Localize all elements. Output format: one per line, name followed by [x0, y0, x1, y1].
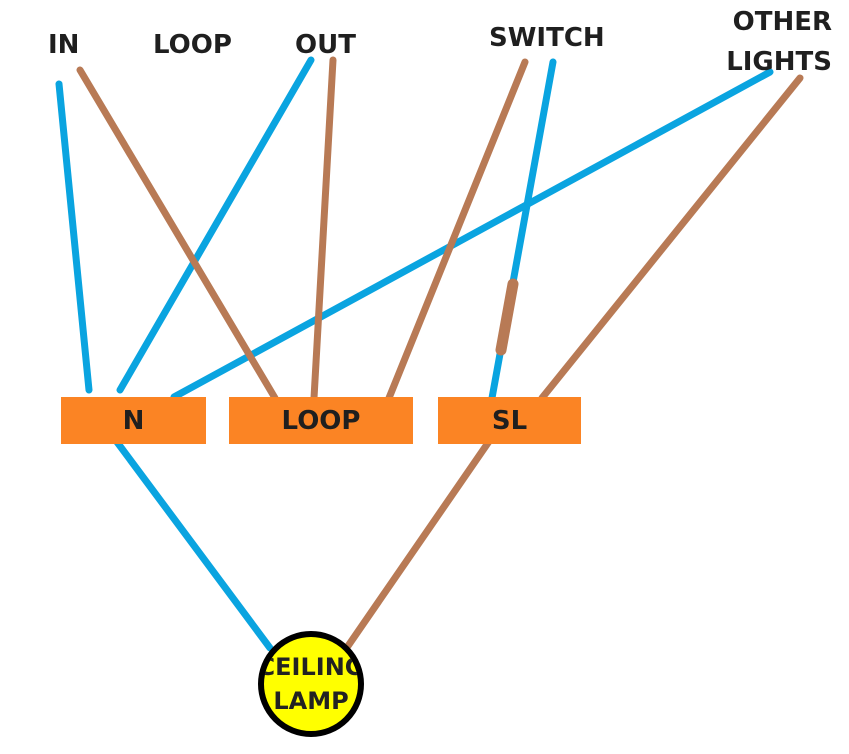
cable-label-switch: SWITCH: [489, 23, 605, 53]
wire-other-lights-live: [538, 74, 804, 402]
brown-sleeve: [495, 278, 519, 356]
wire-sl-to-lamp: [344, 436, 494, 650]
wire-switch-live: [385, 58, 529, 402]
cable-label-other-lights-line2: LIGHTS: [726, 47, 832, 77]
terminal-switched-live: SL: [438, 397, 581, 444]
lamp-label-line1: CEILING: [258, 653, 364, 681]
terminal-loop-label: LOOP: [281, 405, 361, 436]
cable-label-other-lights-line1: OTHER: [732, 7, 832, 37]
wire-n-to-lamp: [113, 438, 274, 652]
cable-label-out: OUT: [295, 30, 356, 60]
terminal-loop: LOOP: [229, 397, 413, 444]
cable-label-other-lights: OTHER LIGHTS: [726, 2, 832, 82]
wire-in-live: [76, 66, 279, 402]
terminal-switched-live-label: SL: [491, 405, 528, 436]
wire-out-live: [310, 56, 337, 402]
ceiling-lamp: CEILING LAMP: [258, 631, 364, 737]
wire-out-neutral: [116, 56, 315, 394]
wire-in-neutral: [55, 80, 93, 394]
cable-label-in: IN: [48, 30, 80, 60]
terminal-neutral: N: [61, 397, 206, 444]
terminal-neutral-label: N: [122, 405, 145, 436]
wire-other-lights-neutral: [170, 68, 774, 401]
lamp-label-line2: LAMP: [273, 687, 349, 715]
cable-label-loop: LOOP: [153, 30, 232, 60]
